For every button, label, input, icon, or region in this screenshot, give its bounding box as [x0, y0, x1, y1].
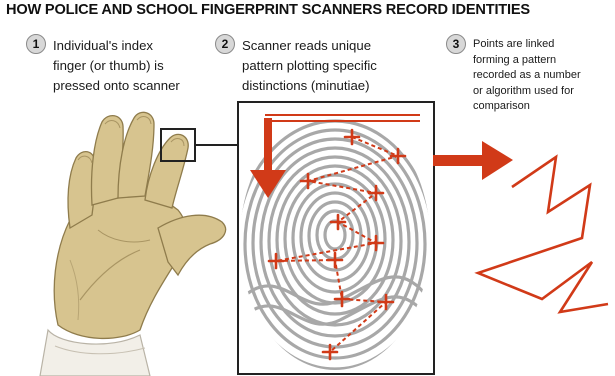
right-arrow-icon [433, 141, 513, 180]
zigzag-pattern-icon [478, 157, 608, 312]
hand-icon [40, 112, 226, 376]
